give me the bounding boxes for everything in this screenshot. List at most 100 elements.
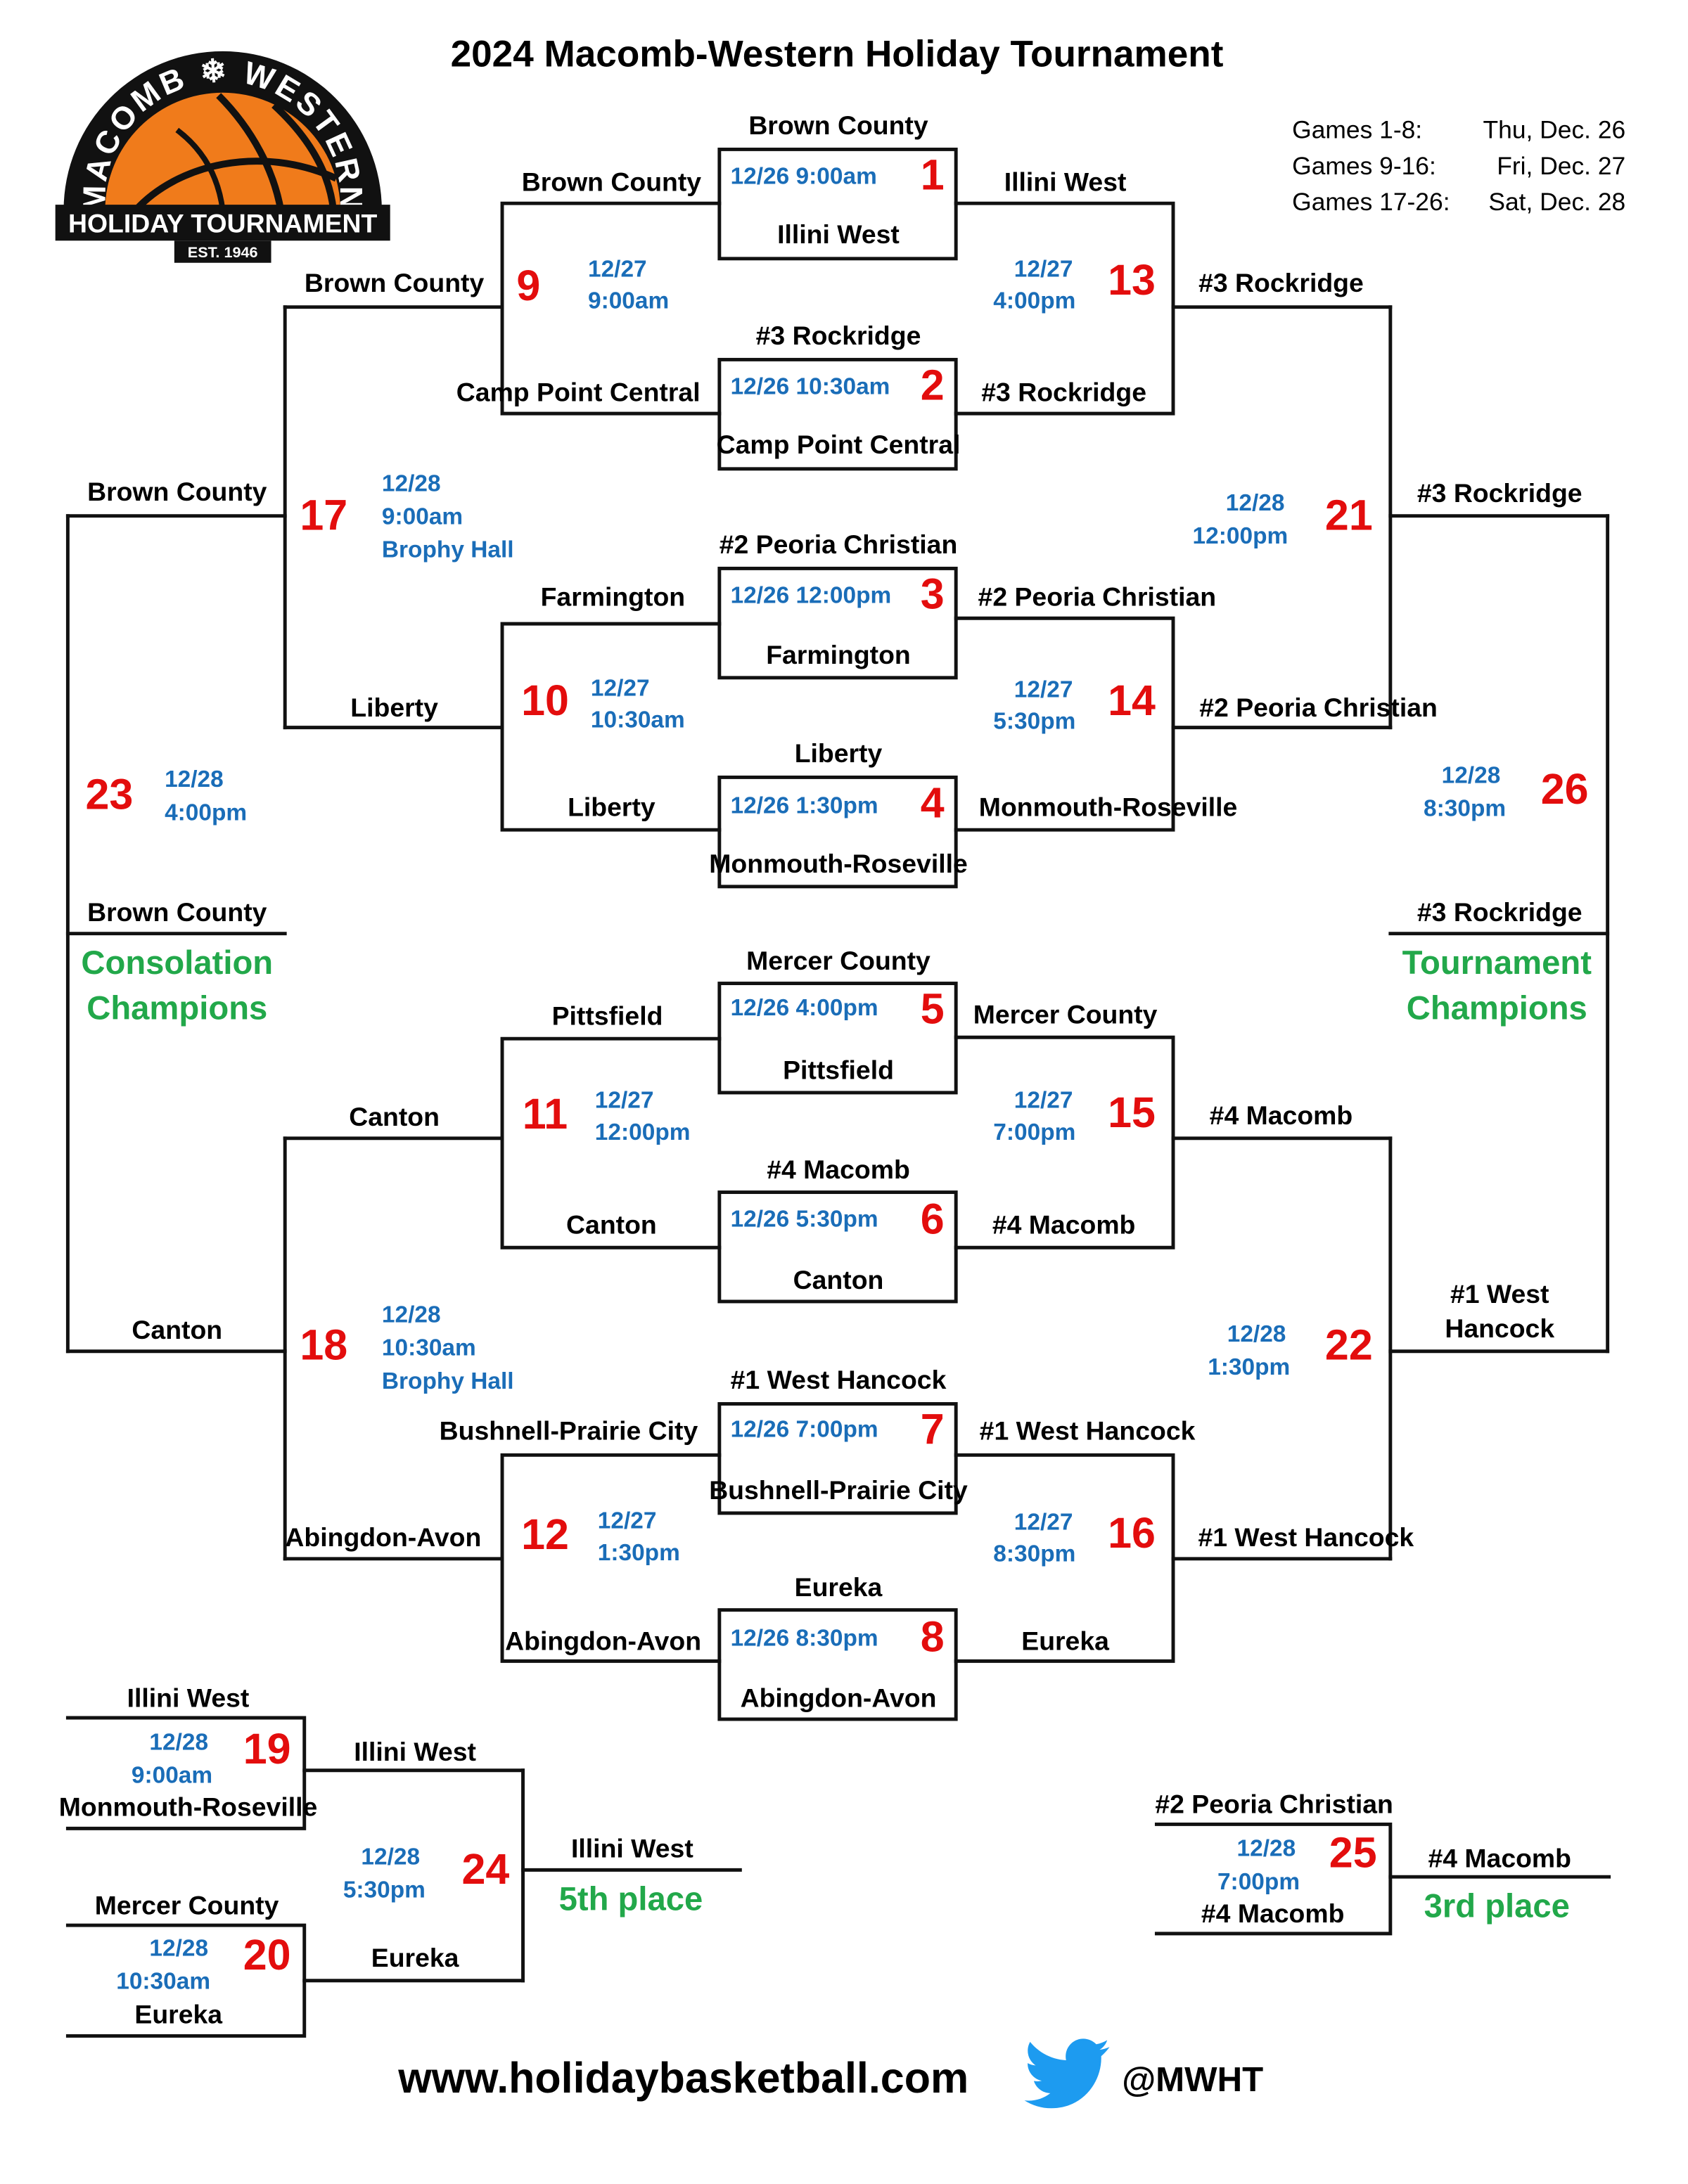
tournament-label-line1: Tournament	[1402, 944, 1592, 982]
game-23-winner: Brown County	[87, 899, 267, 928]
game-1-winner: Illini West	[1004, 168, 1127, 198]
game-19-top-team: Illini West	[127, 1684, 250, 1714]
schedule-date: Sat, Dec. 28	[1488, 188, 1626, 216]
game-12-number: 12	[521, 1510, 569, 1559]
game-20-date: 12/28	[149, 1934, 209, 1962]
game-3-bottom-team: Farmington	[766, 641, 911, 671]
game-2-bottom-team: Camp Point Central	[716, 431, 961, 461]
game-14-date: 12/27	[1014, 676, 1073, 703]
game-11-winner: Canton	[349, 1103, 440, 1133]
game-7-number: 7	[920, 1405, 945, 1454]
game-20-bottom-team: Eureka	[134, 2001, 223, 2031]
game-8-number: 8	[920, 1612, 945, 1662]
game-20-number: 20	[243, 1930, 291, 1979]
game-16-time: 8:30pm	[993, 1541, 1076, 1567]
game-9-winner: Brown County	[304, 269, 485, 299]
schedule-label: Games 9-16:	[1292, 152, 1436, 180]
consolation-champions-label: Consolation Champions	[81, 941, 273, 1032]
basketball-icon	[105, 92, 340, 210]
game-18-winner: Canton	[132, 1316, 223, 1346]
schedule-label: Games 17-26:	[1292, 188, 1450, 216]
game-16-date: 12/27	[1014, 1508, 1073, 1536]
logo-banner-text: HOLIDAY TOURNAMENT	[68, 208, 378, 238]
game-26-winner: #3 Rockridge	[1417, 899, 1582, 928]
game-8-time: 12/26 8:30pm	[730, 1625, 878, 1652]
game-11-date: 12/27	[594, 1087, 654, 1114]
game-1-time: 12/26 9:00am	[730, 163, 877, 190]
game-25-bottom-team: #4 Macomb	[1201, 1900, 1345, 1929]
logo-est-text: EST. 1946	[188, 243, 258, 261]
game-26-time: 8:30pm	[1424, 795, 1507, 822]
twitter-bird-icon	[1024, 2038, 1110, 2109]
game-5-loser: Pittsfield	[551, 1003, 663, 1032]
game-24-winner: Illini West	[571, 1835, 693, 1865]
game-6-winner: #4 Macomb	[992, 1212, 1136, 1241]
game-5-top-team: Mercer County	[746, 947, 931, 977]
tournament-champions-label: Tournament Champions	[1402, 941, 1592, 1032]
game-8-loser: Abingdon-Avon	[505, 1628, 702, 1657]
game-2-winner: #3 Rockridge	[981, 378, 1146, 409]
game-18-venue: Brophy Hall	[381, 1368, 514, 1394]
game-22-winner-line2: Hancock	[1445, 1315, 1555, 1344]
game-6-time: 12/26 5:30pm	[730, 1206, 878, 1233]
game-12-winner: Abingdon-Avon	[285, 1524, 482, 1553]
twitter-handle[interactable]: @MWHT	[1122, 2060, 1264, 2100]
game-2-loser: Camp Point Central	[456, 378, 701, 409]
game-17-winner: Brown County	[87, 478, 267, 508]
game-22-time: 1:30pm	[1208, 1354, 1291, 1381]
game-8-box	[717, 1608, 958, 1721]
consolation-label-line1: Consolation	[81, 944, 274, 982]
game-9-date: 12/27	[587, 255, 647, 283]
game-13-date: 12/27	[1014, 255, 1073, 283]
game-7-bottom-team: Bushnell-Prairie City	[709, 1477, 968, 1507]
game-11-number: 11	[522, 1089, 568, 1138]
game-3-winner: #2 Peoria Christian	[978, 584, 1217, 613]
game-25-top-team: #2 Peoria Christian	[1155, 1791, 1393, 1820]
game-22-winner-line1: #1 West	[1450, 1280, 1549, 1310]
game-10-winner: Liberty	[350, 694, 438, 724]
schedule-date: Fri, Dec. 27	[1497, 152, 1626, 180]
game-7-winner: #1 West Hancock	[979, 1418, 1196, 1447]
game-21-number: 21	[1324, 491, 1373, 540]
game-10-time: 10:30am	[590, 707, 685, 733]
game-24-date: 12/28	[361, 1844, 421, 1870]
game-17-date: 12/28	[381, 470, 441, 497]
game-4-time: 12/26 1:30pm	[730, 792, 878, 819]
game-19-bottom-team: Monmouth-Roseville	[58, 1794, 318, 1823]
game-6-top-team: #4 Macomb	[767, 1156, 910, 1186]
game-15-number: 15	[1108, 1088, 1156, 1137]
game-19-date: 12/28	[149, 1728, 209, 1756]
game-2-time: 12/26 10:30am	[730, 373, 890, 400]
game-24-number: 24	[461, 1844, 510, 1894]
third-place-label: 3rd place	[1424, 1887, 1570, 1926]
game-14-bracket	[954, 616, 1175, 832]
game-14-time: 5:30pm	[993, 708, 1076, 735]
game-14-winner: #2 Peoria Christian	[1199, 694, 1438, 724]
game-25-bracket	[1154, 1823, 1393, 1936]
game-8-bottom-team: Abingdon-Avon	[740, 1684, 937, 1714]
game-11-time: 12:00pm	[594, 1119, 691, 1145]
game-15-bracket	[954, 1035, 1175, 1250]
consolation-label-line2: Champions	[87, 990, 268, 1028]
game-19-number: 19	[243, 1724, 291, 1773]
game-7-time: 12/26 7:00pm	[730, 1416, 878, 1443]
game-1-top-team: Brown County	[748, 112, 928, 141]
game-10-date: 12/27	[590, 674, 650, 702]
game-15-time: 7:00pm	[993, 1119, 1076, 1145]
game-3-time: 12/26 12:00pm	[730, 582, 892, 609]
game-26-number: 26	[1540, 764, 1589, 814]
game-5-bottom-team: Pittsfield	[783, 1056, 894, 1086]
game-22-number: 22	[1324, 1321, 1373, 1370]
game-8-winner: Eureka	[1021, 1628, 1109, 1657]
schedule-date: Thu, Dec. 26	[1483, 116, 1626, 144]
schedule-labels: Games 1-8: Games 9-16: Games 17-26:	[1292, 112, 1450, 219]
website-link[interactable]: www.holidaybasketball.com	[398, 2053, 969, 2102]
game-4-top-team: Liberty	[794, 740, 883, 769]
game-16-number: 16	[1108, 1508, 1156, 1557]
game-17-number: 17	[300, 491, 348, 540]
game-15-date: 12/27	[1014, 1087, 1073, 1114]
game-7-top-team: #1 West Hancock	[730, 1366, 947, 1396]
fifth-place-label: 5th place	[558, 1881, 703, 1919]
game-19-time: 9:00am	[131, 1761, 213, 1789]
